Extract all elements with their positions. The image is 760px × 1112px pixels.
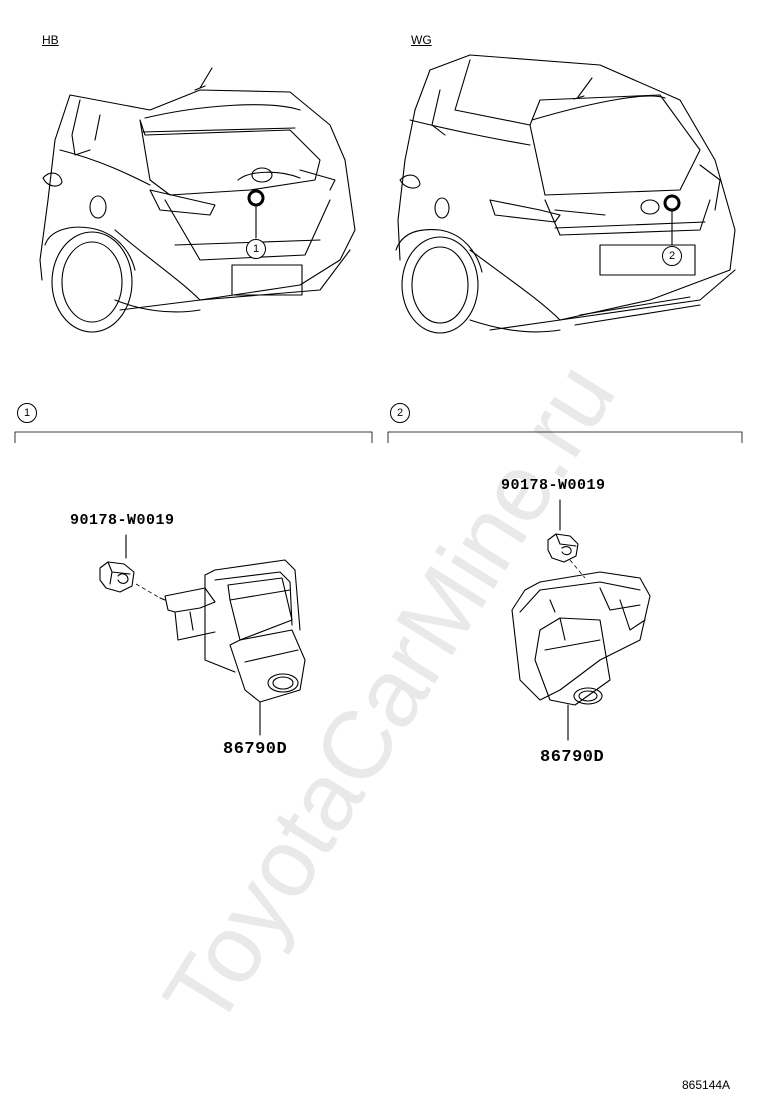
- wagon-rear-illustration: [395, 54, 736, 334]
- section-marker-2: 2: [390, 403, 410, 423]
- diagram-reference-code: 865144A: [682, 1078, 731, 1092]
- section-brackets: [14, 431, 743, 443]
- callout-2: 2: [662, 246, 682, 266]
- part-number-right-camera[interactable]: 86790D: [540, 748, 605, 767]
- variant-tag-wg: WG: [411, 33, 432, 47]
- part-number-left-bolt[interactable]: 90178-W0019: [70, 512, 175, 529]
- variant-tag-hb: HB: [42, 33, 59, 47]
- part-number-left-camera[interactable]: 86790D: [223, 740, 288, 759]
- callout-1: 1: [246, 239, 266, 259]
- hatchback-rear-illustration: [39, 67, 356, 333]
- right-detail-artwork: [511, 499, 651, 741]
- section-marker-1: 1: [17, 403, 37, 423]
- part-number-right-bolt[interactable]: 90178-W0019: [501, 477, 606, 494]
- left-detail-artwork: [99, 534, 306, 736]
